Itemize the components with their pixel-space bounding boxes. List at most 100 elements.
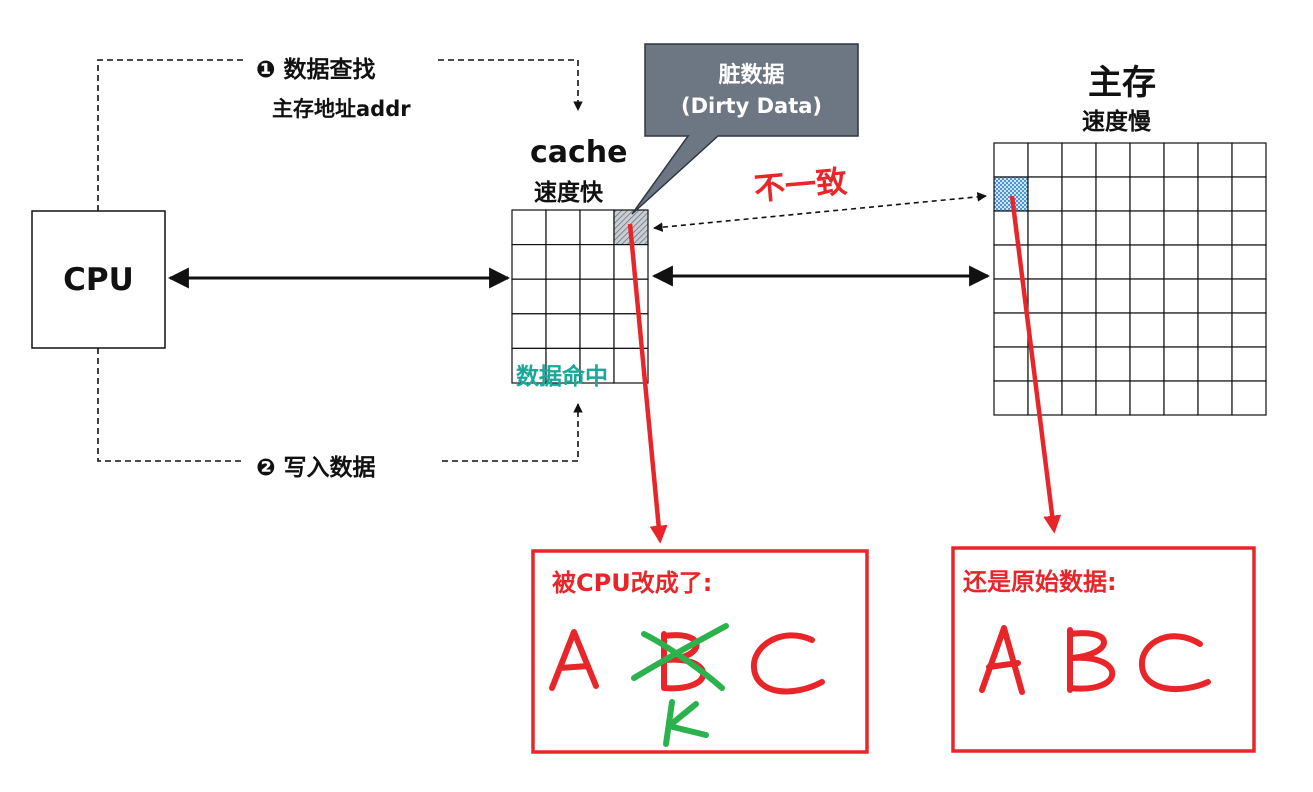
main-memory-cell — [1197, 346, 1233, 382]
main-memory-cell — [1095, 176, 1131, 212]
step1-title-text: 数据查找 — [283, 57, 376, 83]
cache-title: cache — [530, 135, 628, 170]
cache-note-box — [531, 549, 869, 754]
main-memory-cell — [1027, 312, 1063, 348]
main-memory-cell — [1163, 244, 1199, 280]
main-memory-cell — [1129, 142, 1165, 178]
main-memory-cell — [1061, 346, 1097, 382]
cpu-box — [31, 210, 166, 349]
main-memory-cell — [993, 312, 1029, 348]
main-memory-cell — [1129, 244, 1165, 280]
main-memory-cell — [1163, 176, 1199, 212]
main-memory-cell — [1197, 176, 1233, 212]
main-memory-cell — [1163, 142, 1199, 178]
main-memory-cell — [1027, 210, 1063, 246]
main-memory-cell — [1197, 380, 1233, 416]
main-memory-cell — [993, 142, 1029, 178]
cache-cell — [511, 347, 547, 384]
main-memory-cell — [1231, 346, 1267, 382]
main-memory-cell — [1095, 278, 1131, 314]
step1-subtitle: 主存地址addr — [272, 97, 411, 121]
memory-pointer-arrow — [1009, 195, 1062, 534]
main-memory-cell — [1231, 380, 1267, 416]
step2-marker-icon: ❷ — [256, 455, 276, 481]
inconsistency-arrow — [653, 192, 987, 232]
handwritten-letter-c — [750, 632, 825, 695]
main-memory-cell — [1095, 210, 1131, 246]
step2-title-text: 写入数据 — [283, 455, 376, 481]
cache-cell — [511, 278, 547, 315]
memory-note-box — [951, 546, 1256, 753]
cache-cell — [579, 347, 615, 384]
main-memory-cell — [1095, 312, 1131, 348]
mismatch-label: 不一致 — [752, 163, 849, 208]
main-memory-cell — [1129, 380, 1165, 416]
main-memory-cell — [1095, 244, 1131, 280]
cache-hit-label: 数据命中 — [516, 364, 608, 390]
main-memory-speed-label: 速度慢 — [1082, 109, 1151, 135]
main-memory-cell — [1231, 278, 1267, 314]
cache-pointer-arrow — [627, 223, 668, 544]
main-memory-cell — [1197, 244, 1233, 280]
main-memory-cell — [1061, 278, 1097, 314]
main-memory-cell — [1197, 278, 1233, 314]
main-memory-cell — [1129, 278, 1165, 314]
main-memory-cell — [1197, 142, 1233, 178]
dirty-data-title: 脏数据 — [718, 63, 785, 88]
main-memory-cell — [993, 380, 1029, 416]
step2-title: ❷ 写入数据 — [256, 448, 376, 482]
main-memory-cell — [1163, 210, 1199, 246]
main-memory-cell — [1095, 142, 1131, 178]
main-memory-cell — [993, 346, 1029, 382]
handwritten-letter-k — [663, 699, 709, 747]
main-memory-cell — [1061, 176, 1097, 212]
cache-cell — [579, 313, 615, 349]
cache-cell — [579, 244, 615, 280]
main-memory-cell — [1027, 278, 1063, 314]
main-memory-cell — [1129, 312, 1165, 348]
main-memory-cell — [1231, 176, 1267, 212]
main-memory-cell — [1061, 244, 1097, 280]
step1-title: ❶ 数据查找 — [256, 50, 376, 84]
main-memory-title: 主存 — [1088, 63, 1156, 103]
cache-cell — [511, 313, 547, 349]
main-memory-cell — [1231, 142, 1267, 178]
step1-dashed-path — [97, 59, 583, 211]
cache-cell — [545, 313, 581, 349]
cpu-label: CPU — [63, 262, 134, 298]
main-memory-cell — [1163, 346, 1199, 382]
main-memory-cell — [1231, 244, 1267, 280]
cache-cell — [613, 278, 649, 315]
main-memory-cell — [993, 210, 1029, 246]
step2-dashed-path — [97, 348, 583, 462]
cache-note-title: 被CPU改成了: — [552, 569, 713, 597]
main-memory-cell — [1027, 380, 1063, 416]
main-memory-cell — [1197, 312, 1233, 348]
dirty-data-callout — [631, 43, 859, 215]
cache-speed-label: 速度快 — [534, 180, 603, 206]
main-memory-cell — [1163, 312, 1199, 348]
step1-marker-icon: ❶ — [256, 57, 276, 83]
main-memory-cell — [1163, 278, 1199, 314]
main-memory-cell — [1095, 346, 1131, 382]
main-memory-cell — [1027, 142, 1063, 178]
cache-cell — [511, 244, 547, 280]
cache-cell — [579, 209, 615, 246]
cache-note-handwriting — [549, 623, 825, 747]
memory-note-title: 还是原始数据: — [963, 568, 1117, 596]
handwritten-letter-b — [1067, 627, 1116, 693]
main-memory-cell — [1061, 210, 1097, 246]
main-memory-cell — [1163, 380, 1199, 416]
cache-cell — [579, 278, 615, 315]
cache-grid — [511, 209, 649, 384]
main-memory-cell — [1027, 244, 1063, 280]
main-memory-cell — [1027, 176, 1063, 212]
main-memory-cell — [1197, 210, 1233, 246]
main-memory-cell — [1095, 380, 1131, 416]
dirty-data-subtitle: (Dirty Data) — [680, 94, 823, 118]
cross-out-mark — [631, 623, 729, 691]
handwritten-letter-c — [1138, 633, 1211, 693]
handwritten-letter-a — [549, 629, 599, 691]
cache-cell — [545, 244, 581, 280]
